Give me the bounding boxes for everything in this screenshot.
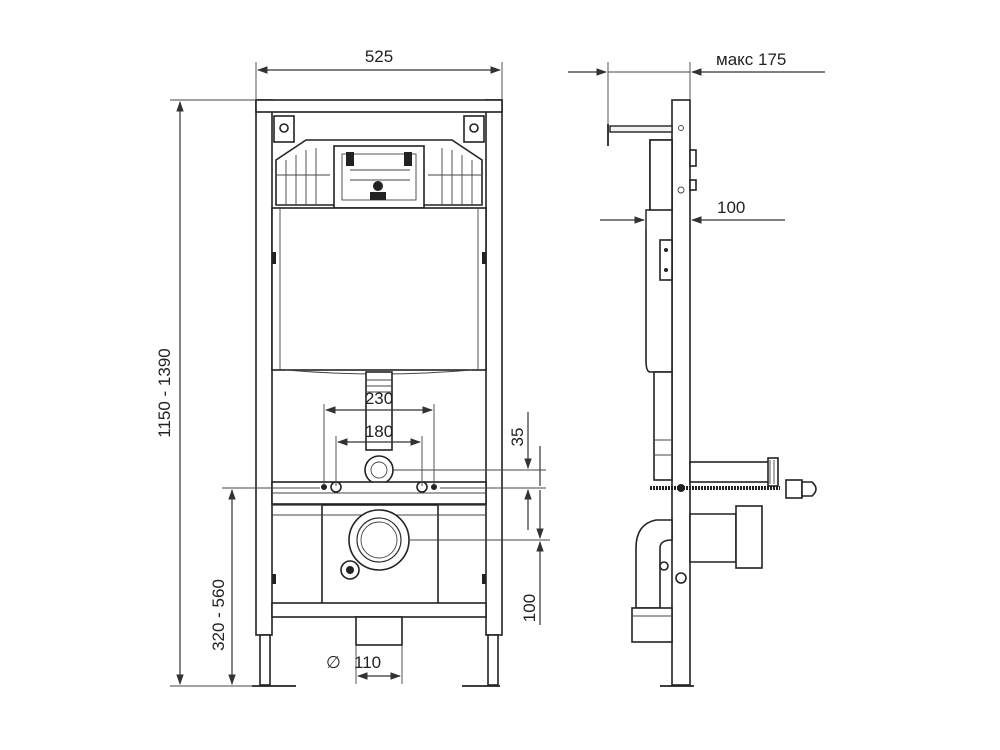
side-frame (671, 99, 691, 686)
side-dimensions: макс 175 100 (568, 50, 825, 230)
dim-holes-inner: 180 (365, 422, 393, 441)
dim-connection-height: 320 - 560 (209, 579, 228, 651)
flush-inlet (364, 455, 394, 485)
side-flush-pipe (653, 371, 673, 481)
side-view (607, 99, 817, 687)
left-leg (259, 634, 271, 686)
dim-width: 525 (365, 47, 393, 66)
bottom-beam (271, 602, 487, 618)
front-view (252, 99, 503, 687)
drain-outlet (689, 513, 737, 563)
left-frame-post (255, 99, 273, 636)
dim-height: 1150 - 1390 (155, 348, 174, 437)
dim-pipe-diameter: 110 (354, 653, 381, 672)
right-leg (487, 634, 499, 686)
wall-anchor-rod (609, 125, 673, 133)
drain-pipe (355, 616, 403, 646)
right-frame-post (485, 99, 503, 636)
dim-depth-tank: 100 (717, 198, 745, 217)
dim-offset-top: 35 (508, 428, 527, 447)
cistern-body (271, 207, 487, 371)
dim-depth-max: макс 175 (716, 50, 786, 69)
drain-ring (348, 509, 410, 571)
top-beam (255, 99, 503, 113)
dim-holes-outer: 230 (365, 389, 393, 408)
flush-outlet (689, 461, 773, 483)
rod-plug (785, 479, 803, 499)
dim-drain-offset: 100 (520, 594, 539, 622)
front-dimensions: 525 1150 - 1390 320 - 560 230 180 35 100 (155, 47, 550, 687)
dim-diameter-symbol: ∅ (326, 653, 341, 672)
